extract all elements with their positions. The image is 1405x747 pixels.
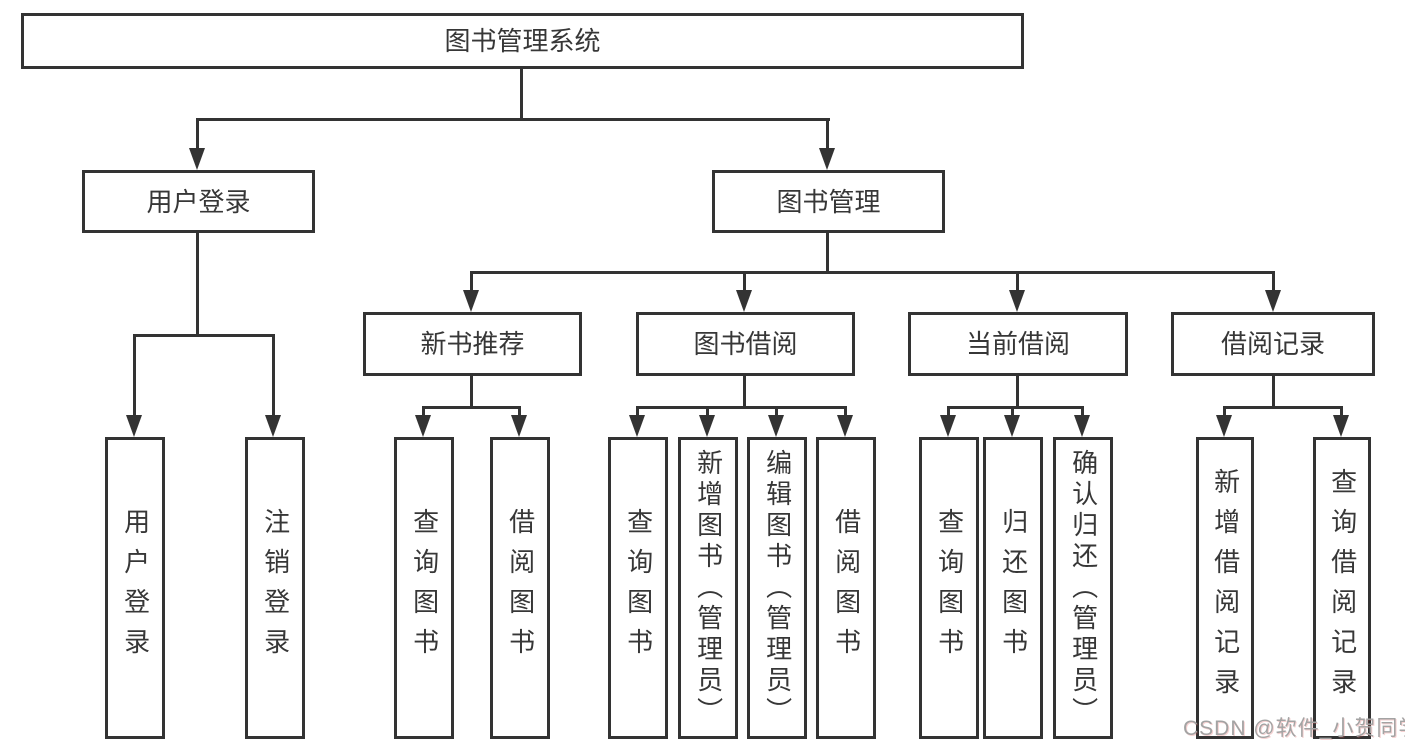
node-current-borrowing: 当前借阅 (908, 312, 1128, 376)
watermark: CSDN @软件_小贺同学 (1183, 717, 1405, 740)
arrowhead-borrow2 (837, 415, 853, 437)
arrowhead-book-management (819, 148, 835, 170)
connector-drop-return-books (1011, 406, 1014, 418)
arrowhead-user-login (189, 148, 205, 170)
connector-drop-borrow1 (518, 406, 521, 418)
connector-drop-book-management (826, 118, 829, 152)
arrowhead-leaf-logout (265, 415, 281, 437)
node-library-system: 图书管理系统 (21, 13, 1024, 69)
leaf-return-books: 归还图书 (983, 437, 1043, 739)
leaf-logout-label: 注销登录 (260, 508, 291, 668)
connector-drop-query1 (422, 406, 425, 418)
arrowhead-add-record (1216, 415, 1232, 437)
arrowhead-records (1265, 290, 1281, 312)
leaf-query-books-recommend-label: 查询图书 (409, 508, 440, 668)
arrowhead-confirm-return (1074, 415, 1090, 437)
connector-drop-query3 (947, 406, 950, 418)
connector-drop-edit-books (775, 406, 778, 418)
leaf-borrow-books-label: 借阅图书 (831, 508, 862, 668)
leaf-add-books-admin: 新增图书（管理员） (678, 437, 738, 739)
arrowhead-query1 (415, 415, 431, 437)
leaf-edit-books-admin: 编辑图书（管理员） (747, 437, 807, 739)
arrowhead-borrowing (736, 290, 752, 312)
node-book-management: 图书管理 (712, 170, 945, 233)
connector-book-management-stem (826, 233, 829, 274)
node-library-system-label: 图书管理系统 (444, 26, 601, 56)
leaf-query-books-recommend: 查询图书 (394, 437, 454, 739)
arrowhead-query2 (629, 415, 645, 437)
connector-drop-recommend (470, 271, 473, 292)
arrowhead-current (1009, 290, 1025, 312)
connector-user-login-stem (196, 233, 199, 337)
leaf-return-books-label: 归还图书 (998, 508, 1029, 668)
arrowhead-edit-books (768, 415, 784, 437)
leaf-borrow-books-recommend-label: 借阅图书 (505, 508, 536, 668)
connector-records-stem (1272, 376, 1275, 409)
node-user-login: 用户登录 (82, 170, 315, 233)
arrowhead-query3 (940, 415, 956, 437)
arrowhead-borrow1 (511, 415, 527, 437)
leaf-add-books-admin-label: 新增图书（管理员） (693, 448, 724, 728)
connector-drop-user-login (196, 118, 199, 152)
leaf-user-login-label: 用户登录 (120, 508, 151, 668)
connector-drop-query-record (1340, 406, 1343, 418)
node-book-borrowing-label: 图书借阅 (693, 329, 798, 359)
connector-drop-add-record (1223, 406, 1226, 418)
node-current-borrowing-label: 当前借阅 (965, 329, 1070, 359)
node-new-book-recommendation-label: 新书推荐 (420, 329, 525, 359)
node-new-book-recommendation: 新书推荐 (363, 312, 582, 376)
connector-drop-query2 (636, 406, 639, 418)
node-borrowing-records: 借阅记录 (1171, 312, 1375, 376)
connector-drop-current (1016, 271, 1019, 292)
leaf-query-books-current-label: 查询图书 (934, 508, 965, 668)
leaf-add-borrow-record-label: 新增借阅记录 (1210, 468, 1241, 708)
connector-borrowing-stem (743, 376, 746, 409)
node-borrowing-records-label: 借阅记录 (1220, 329, 1325, 359)
arrowhead-recommend (463, 290, 479, 312)
leaf-query-books-current: 查询图书 (919, 437, 979, 739)
connector-records-bar (1223, 406, 1343, 409)
arrowhead-query-record (1333, 415, 1349, 437)
leaf-confirm-return-admin-label: 确认归还（管理员） (1068, 448, 1099, 728)
leaf-borrow-books: 借阅图书 (816, 437, 876, 739)
connector-recommend-stem (470, 376, 473, 409)
node-user-login-label: 用户登录 (146, 186, 251, 217)
connector-drop-confirm-return (1081, 406, 1084, 418)
leaf-query-books-borrow-label: 查询图书 (623, 508, 654, 668)
leaf-query-borrow-record-label: 查询借阅记录 (1327, 468, 1358, 708)
connector-current-stem (1016, 376, 1019, 409)
node-book-management-label: 图书管理 (776, 186, 881, 217)
leaf-borrow-books-recommend: 借阅图书 (490, 437, 550, 739)
leaf-query-borrow-record: 查询借阅记录 (1313, 437, 1371, 739)
connector-drop-borrowing (743, 271, 746, 292)
connector-book-management-bar (470, 271, 1275, 274)
connector-drop-records (1272, 271, 1275, 292)
connector-recommend-bar (422, 406, 521, 409)
leaf-confirm-return-admin: 确认归还（管理员） (1053, 437, 1113, 739)
connector-root-bar (196, 118, 830, 121)
connector-drop-borrow2 (844, 406, 847, 418)
arrowhead-return-books (1004, 415, 1020, 437)
connector-root-stem (520, 69, 523, 121)
connector-drop-add-books (706, 406, 709, 418)
connector-user-login-bar (133, 334, 275, 337)
leaf-query-books-borrow: 查询图书 (608, 437, 668, 739)
leaf-edit-books-admin-label: 编辑图书（管理员） (762, 448, 793, 728)
leaf-logout: 注销登录 (245, 437, 305, 739)
connector-borrowing-bar (636, 406, 847, 409)
arrowhead-leaf-user-login (126, 415, 142, 437)
leaf-add-borrow-record: 新增借阅记录 (1196, 437, 1254, 739)
leaf-user-login: 用户登录 (105, 437, 165, 739)
connector-drop-leaf-user-login (133, 334, 136, 417)
connector-current-bar (947, 406, 1084, 409)
arrowhead-add-books (699, 415, 715, 437)
connector-drop-leaf-logout (272, 334, 275, 417)
node-book-borrowing: 图书借阅 (636, 312, 855, 376)
